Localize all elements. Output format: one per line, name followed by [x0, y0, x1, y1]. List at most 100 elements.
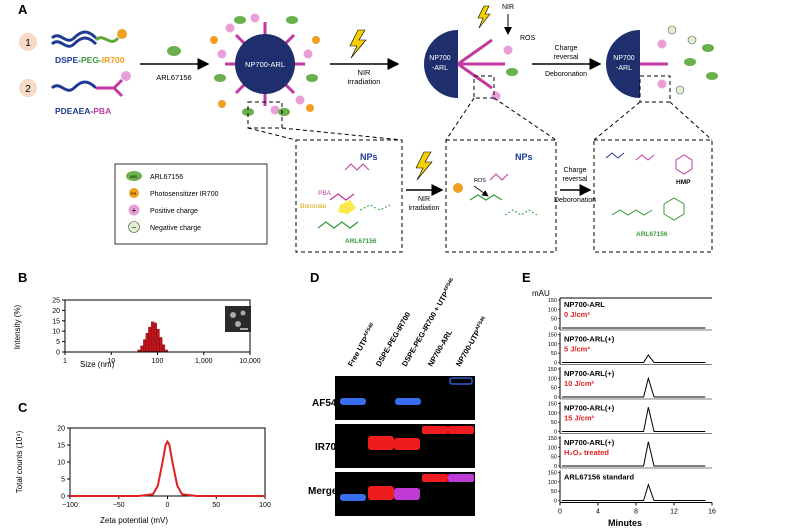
positive-charge-icon: [121, 71, 131, 81]
hplc-trace: [561, 407, 706, 432]
charge-arrow-1-l3: Deboronation: [545, 71, 587, 78]
size-bar: [140, 345, 144, 353]
legend-negative-sign: −: [132, 223, 137, 232]
zoom1-boronate-label: Boronate: [300, 203, 327, 210]
y-tick-label: 10: [57, 460, 65, 467]
y-tick-label: 100: [548, 411, 557, 417]
y-tick-label: 10: [52, 329, 60, 336]
y-tick-label: 150: [548, 436, 557, 442]
x-tick-label: 0: [558, 509, 562, 516]
gel-ir700: [335, 424, 475, 468]
y-tick-label: 0: [554, 499, 557, 505]
trace-name: ARL67156 standard: [564, 473, 634, 482]
arl-arrow-label: ARL67156: [156, 73, 191, 82]
zoom2-ros-label: ROS: [474, 178, 486, 184]
step2-badge: [19, 79, 37, 97]
nir-arrow-1-label-1: NIR: [358, 68, 372, 77]
y-tick-label: 0: [554, 361, 557, 367]
pdeaea-chain: [50, 80, 98, 92]
x-tick-label: 50: [212, 502, 220, 509]
gel-column-labels: Free UTPAF546 DSPE-PEG-IR700 DSPE-PEG-IR…: [346, 277, 490, 368]
band-merged-np-arl: [422, 474, 448, 482]
panel-c-letter: C: [18, 400, 28, 415]
charge-arrow-1-l2: reversal: [554, 54, 579, 61]
step1-number: 1: [25, 38, 31, 49]
size-bar: [162, 344, 166, 353]
y-tick-label: 150: [548, 333, 557, 339]
tem-inset-image: [225, 306, 251, 332]
size-bar: [151, 321, 155, 353]
y-tick-label: 5: [61, 477, 65, 484]
np-half-1-label-1: NP700: [429, 55, 451, 62]
legend-positive-icon: [128, 204, 140, 216]
y-tick-label: 100: [548, 342, 557, 348]
trace-condition: 10 J/cm²: [564, 379, 595, 388]
y-tick-label: 0: [554, 464, 557, 470]
dspe-lipid-tail-2: [50, 36, 98, 48]
hplc-trace: [561, 354, 706, 363]
y-tick-label: 50: [551, 455, 557, 461]
step1-badge: [19, 33, 37, 51]
y-tick-label: 150: [548, 402, 557, 408]
zeta-curve: [70, 439, 265, 497]
charge-arrow-2-l2: reversal: [563, 176, 588, 183]
y-tick-label: 25: [52, 298, 60, 305]
legend-ps-text: Photosensitizer IR700: [150, 191, 219, 198]
panel-b-xlabel: Size (nm): [80, 360, 115, 369]
gel-col-5: NP700-UTPAF546: [454, 315, 490, 368]
zoom3-hmp-label: HMP: [676, 179, 691, 186]
legend-negative-text: Negative charge: [150, 225, 201, 232]
trace-condition: H₂O₂ treated: [564, 448, 609, 457]
y-tick-label: 0: [61, 494, 65, 501]
nir-arrow-2-l2: irradiation: [409, 205, 440, 212]
dspe-peg-ir700-label: DSPE-PEG-IR700: [55, 55, 125, 65]
zoom1-pba-label: PBA: [318, 190, 332, 197]
lightning-icon: [349, 29, 367, 59]
trace-condition: 5 J/cm²: [564, 345, 590, 354]
size-bar: [145, 333, 149, 353]
band-merged-dspe: [368, 486, 394, 500]
legend-ps-icon: [129, 188, 139, 198]
ros-label: ROS: [520, 35, 536, 42]
legend-negative-icon: [128, 221, 140, 233]
legend-arl-icon-text: ARL: [130, 174, 139, 179]
plot-frame: [69, 427, 266, 497]
y-tick-label: 15: [52, 318, 60, 325]
np700-half-particle-2: NP700 -ARL: [606, 25, 718, 98]
legend-positive-text: Positive charge: [150, 208, 198, 215]
band-ir700-mix: [394, 438, 420, 450]
tem-particle: [230, 312, 236, 318]
legend-ps-icon-text: PS: [131, 191, 137, 196]
np700-arl-label: NP700-ARL: [245, 60, 285, 69]
trace-name: NP700-ARL: [564, 300, 605, 309]
zoom3-arl-label: ARL67156: [636, 231, 668, 238]
tem-particle: [235, 321, 241, 327]
trace-condition: 15 J/cm²: [564, 414, 595, 423]
y-tick-label: 150: [548, 471, 557, 477]
y-tick-label: 15: [57, 443, 65, 450]
zoom3-chemistry: [605, 152, 693, 221]
x-tick-label: 16: [708, 509, 716, 516]
band-af546-free-utp: [340, 398, 366, 405]
band-merged-np-utp: [448, 474, 474, 482]
zoom1-arl-label: ARL67156: [345, 238, 377, 245]
ir700-ps-icon: [117, 29, 127, 39]
charge-arrow-2-l1: Charge: [564, 167, 587, 174]
y-tick-label: 150: [548, 367, 557, 373]
y-tick-label: 150: [548, 298, 557, 304]
x-tick-label: 8: [634, 509, 638, 516]
gel-row-merged: Merged: [308, 486, 344, 497]
trace-name: NP700-ARL(+): [564, 404, 615, 413]
step2-number: 2: [25, 84, 31, 95]
x-tick-label: 0: [166, 502, 170, 509]
legend-arl-text: ARL67156: [150, 174, 183, 181]
gel-af546: [335, 376, 475, 420]
band-af546-mix: [395, 398, 421, 405]
peg-chain: [94, 36, 120, 43]
size-bar: [153, 322, 157, 353]
size-bar: [143, 339, 147, 353]
